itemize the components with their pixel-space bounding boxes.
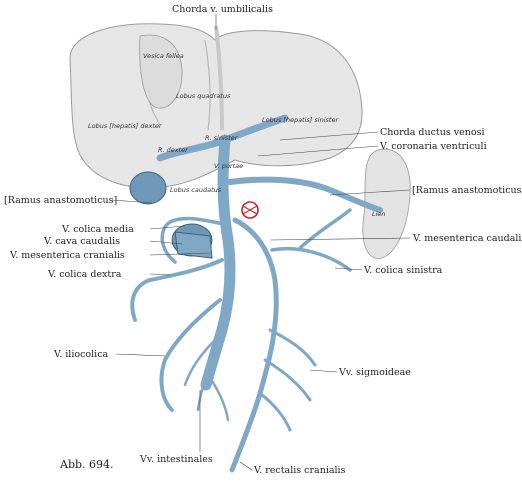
vena-cava-caudalis (174, 231, 213, 259)
anastomosis-marker (241, 201, 259, 219)
colica-media-branch (160, 216, 230, 264)
label-chorda-ductus: Chorda ductus venosi (380, 127, 485, 138)
label-colica-media: V. colica media (62, 224, 134, 235)
label-ramus-anastomoticus-right: [Ramus anastomoticus] (412, 185, 522, 196)
label-colica-dextra: V. colica dextra (48, 269, 122, 280)
label-mesenterica-caudalis: V. mesenterica caudalis (413, 233, 522, 244)
label-lobus-sinister: Lobus [hepatis] sinister (262, 116, 339, 124)
label-lobus-caudatus: Lobus caudatus (170, 186, 222, 194)
umbilical-ligament (214, 25, 224, 131)
portal-vein-trunk (200, 134, 236, 391)
label-lien: Lien (372, 210, 386, 218)
label-vesica-fellea: Vesica fellea (143, 52, 184, 60)
ramus-sinister (221, 114, 289, 144)
splenic-vein (227, 176, 383, 213)
label-vena-portae: V. portae (214, 162, 244, 170)
label-ramus-dexter: R. dexter (158, 146, 188, 154)
vena-cava-stump-upper (129, 171, 167, 205)
spleen (362, 148, 411, 259)
label-coronaria: V. coronaria ventriculi (380, 141, 487, 152)
colica-dextra-branch (130, 258, 224, 322)
anastomosis-marker-cross (242, 205, 258, 215)
label-lobus-quadratus: Lobus quadratus (176, 92, 231, 100)
label-ramus-sinister: R. sinister (205, 134, 238, 142)
ramus-dexter (156, 136, 229, 162)
label-chorda-umbilicalis: Chorda v. umbilicalis (172, 4, 273, 15)
figure-caption: Abb. 694. (60, 458, 114, 471)
label-rectalis-cranialis: V. rectalis cranialis (254, 465, 346, 476)
label-mesenterica-cranialis: V. mesenterica cranialis (10, 250, 125, 261)
mesenteric-caudalis (229, 217, 279, 473)
colica-sinistra-branch (270, 208, 352, 272)
label-iliocolica: V. iliocolica (54, 349, 109, 360)
intestinal-branches (183, 338, 230, 422)
label-colica-sinistra: V. colica sinistra (364, 265, 443, 276)
label-ramus-anastomoticus-left: [Ramus anastomoticus] (4, 195, 118, 206)
label-intestinales: Vv. intestinales (140, 454, 213, 465)
leader-lines (111, 14, 411, 471)
iliocolica-branch (159, 298, 222, 412)
label-sigmoideae: Vv. sigmoideae (339, 367, 411, 378)
gallbladder (139, 34, 183, 109)
label-cava-caudalis: V. cava caudalis (44, 236, 121, 247)
sigmoid-branches (260, 328, 317, 432)
label-lobus-dexter: Lobus [hepatis] dexter (88, 122, 162, 130)
